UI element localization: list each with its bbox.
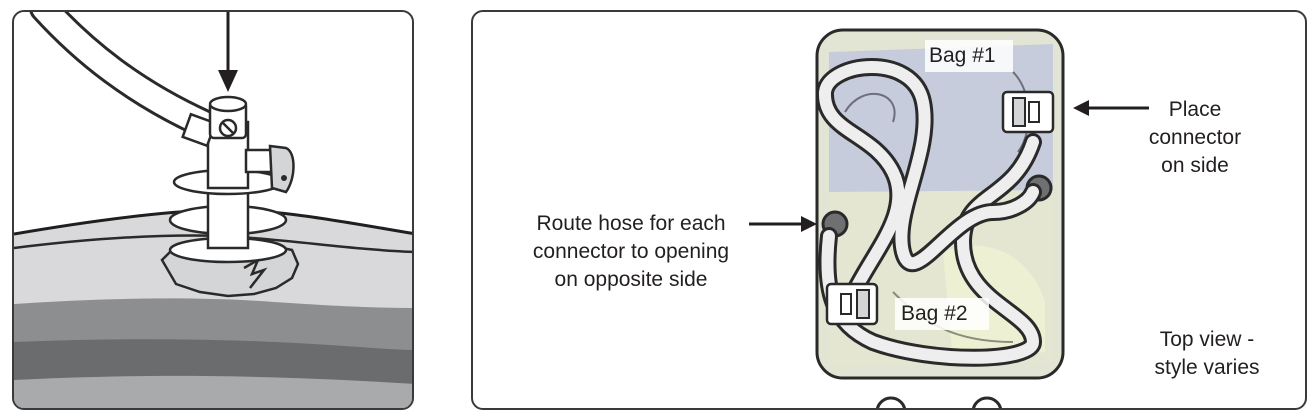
down-arrow-head bbox=[218, 70, 238, 92]
callout-route-hose: Route hose for each connector to opening… bbox=[532, 212, 730, 291]
connector-closeup-illustration bbox=[14, 12, 412, 408]
connector-right bbox=[1001, 90, 1055, 134]
callout-place-connector: Place connector on side bbox=[1148, 98, 1242, 177]
bag1-label: Bag #1 bbox=[929, 44, 996, 67]
connector-closeup-panel bbox=[12, 10, 414, 410]
hose-inner bbox=[32, 12, 216, 136]
bag2-label: Bag #2 bbox=[901, 302, 968, 325]
connector-left bbox=[825, 282, 879, 326]
top-view-panel: Bag #1 Bag #2 Place connector on side Ro… bbox=[471, 10, 1307, 410]
hose-b-inner bbox=[819, 61, 1039, 300]
top-view-illustration bbox=[749, 28, 1149, 408]
view-note: Top view - style varies bbox=[1154, 328, 1260, 379]
valve-handle bbox=[268, 144, 295, 194]
